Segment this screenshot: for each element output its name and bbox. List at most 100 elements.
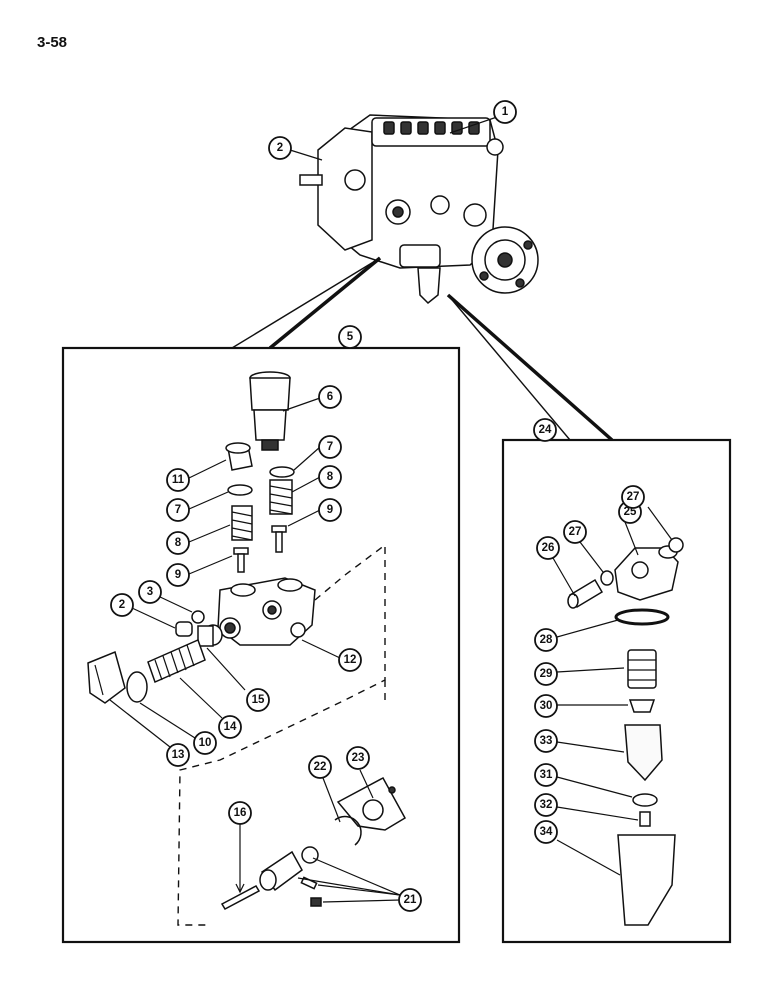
- callout-7-left: 7: [166, 498, 190, 522]
- callout-11: 11: [166, 468, 190, 492]
- svg-text:31: 31: [540, 769, 553, 781]
- svg-text:8: 8: [327, 471, 334, 483]
- page-number: 3-58: [37, 34, 68, 51]
- svg-text:26: 26: [542, 542, 555, 554]
- svg-text:6: 6: [327, 391, 333, 403]
- spring-right: [269, 479, 293, 515]
- svg-text:22: 22: [314, 761, 327, 773]
- callout-27-left: 27: [563, 520, 587, 544]
- callout-8-left: 8: [166, 531, 190, 555]
- callout-10: 10: [193, 731, 217, 755]
- callout-5: 5: [338, 325, 362, 349]
- svg-text:2: 2: [277, 142, 283, 154]
- callout-28: 28: [534, 628, 558, 652]
- svg-text:3: 3: [147, 586, 153, 598]
- svg-text:30: 30: [540, 700, 553, 712]
- valve-left: [233, 547, 249, 573]
- svg-text:7: 7: [327, 441, 333, 453]
- callout-2: 2: [110, 593, 134, 617]
- small-washer: [191, 610, 205, 624]
- callout-9-left: 9: [166, 563, 190, 587]
- callout-29: 29: [534, 662, 558, 686]
- svg-text:32: 32: [540, 799, 553, 811]
- plug: [225, 442, 253, 471]
- svg-text:13: 13: [172, 749, 185, 761]
- svg-text:7: 7: [175, 504, 181, 516]
- callout-15: 15: [246, 688, 270, 712]
- callout-9-right: 9: [318, 498, 342, 522]
- svg-text:11: 11: [172, 474, 185, 486]
- glass-bowl: [624, 724, 663, 782]
- svg-text:2: 2: [119, 599, 125, 611]
- svg-text:24: 24: [539, 424, 552, 436]
- callout-14: 14: [218, 715, 242, 739]
- pin: [220, 885, 261, 910]
- washer-left: [227, 484, 253, 496]
- callout-24: 24: [533, 418, 557, 442]
- gasket: [126, 671, 148, 703]
- filter-element: [627, 649, 657, 689]
- callout-3: 3: [138, 580, 162, 604]
- callout-12: 12: [338, 648, 362, 672]
- pump-body: [217, 577, 316, 646]
- callout-7-right: 7: [318, 435, 342, 459]
- callout-31: 31: [534, 763, 558, 787]
- svg-text:9: 9: [175, 569, 181, 581]
- flange: [336, 776, 407, 831]
- bowl-ring: [632, 793, 658, 807]
- spring-left: [231, 505, 253, 541]
- washer-27-left: [600, 570, 614, 586]
- svg-text:12: 12: [344, 654, 357, 666]
- sleeve: [197, 624, 223, 647]
- callout-1: 1: [493, 100, 517, 124]
- injection-pump-illustration: [299, 114, 539, 305]
- svg-text:16: 16: [234, 807, 247, 819]
- washer-27-right: [668, 537, 684, 553]
- valve-right: [271, 525, 287, 553]
- callout-26: 26: [536, 536, 560, 560]
- filter-spring: [628, 699, 656, 713]
- svg-text:21: 21: [404, 894, 417, 906]
- svg-text:27: 27: [569, 526, 582, 538]
- drain-plug: [639, 811, 651, 827]
- svg-text:14: 14: [224, 721, 237, 733]
- svg-text:27: 27: [627, 491, 640, 503]
- callout-21: 21: [398, 888, 422, 912]
- svg-text:1: 1: [502, 106, 509, 118]
- svg-text:25: 25: [624, 506, 637, 518]
- nut: [175, 621, 193, 637]
- svg-text:34: 34: [540, 826, 553, 838]
- svg-text:28: 28: [540, 634, 553, 646]
- callout-6: 6: [318, 385, 342, 409]
- svg-text:9: 9: [327, 504, 333, 516]
- svg-text:23: 23: [352, 752, 365, 764]
- snap-ring: [334, 815, 362, 846]
- callout-13: 13: [166, 743, 190, 767]
- washer-right: [269, 466, 295, 478]
- svg-text:10: 10: [199, 737, 212, 749]
- callout-30: 30: [534, 694, 558, 718]
- delivery-valves: [383, 121, 480, 135]
- callout-22: 22: [308, 755, 332, 779]
- cap: [87, 650, 126, 704]
- callout-34: 34: [534, 820, 558, 844]
- callout-8-right: 8: [318, 465, 342, 489]
- banjo-bolt: [567, 578, 604, 609]
- callout-33: 33: [534, 729, 558, 753]
- callout-23: 23: [346, 746, 370, 770]
- filter-panel: [501, 438, 732, 944]
- hand-primer: [249, 371, 291, 451]
- svg-text:29: 29: [540, 668, 553, 680]
- bowl-shield: [617, 834, 676, 926]
- svg-text:33: 33: [540, 735, 553, 747]
- svg-text:15: 15: [252, 694, 265, 706]
- bowl-gasket: [614, 608, 670, 626]
- callout-16: 16: [228, 801, 252, 825]
- callout-2-pump: 2: [268, 136, 292, 160]
- svg-text:5: 5: [347, 331, 354, 343]
- callout-32: 32: [534, 793, 558, 817]
- callout-27-right: 27: [621, 485, 645, 509]
- svg-text:8: 8: [175, 537, 182, 549]
- large-spring: [147, 638, 206, 684]
